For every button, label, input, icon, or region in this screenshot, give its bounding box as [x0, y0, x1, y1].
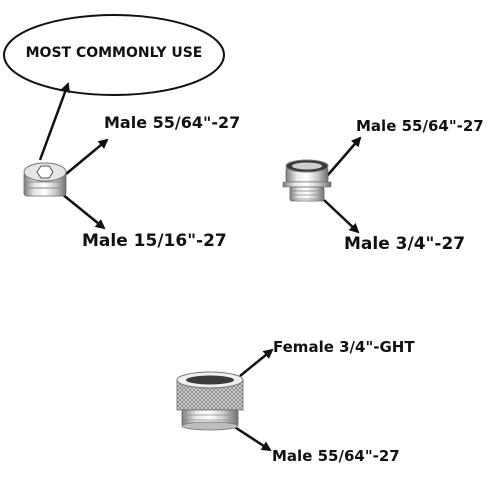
adapter-1-top-label: Male 55/64"-27 — [104, 113, 241, 132]
arrow-adapter3-top — [239, 348, 274, 377]
arrow-adapter1-bottom — [61, 193, 106, 230]
adapter-2-top-label: Male 55/64"-27 — [356, 117, 484, 135]
adapter-1-bottom-label: Male 15/16"-27 — [82, 231, 227, 251]
adapter-3-image — [176, 371, 244, 431]
arrow-adapter2-bottom — [323, 199, 360, 234]
arrow-to-callout — [38, 82, 70, 161]
adapter-2-image — [282, 159, 332, 202]
adapter-1-image — [23, 162, 67, 197]
callout-ellipse — [3, 14, 225, 96]
callout-label: MOST COMMONLY USE — [25, 45, 203, 61]
arrow-adapter3-bottom — [229, 422, 272, 452]
adapter-3-bottom-label: Male 55/64"-27 — [272, 447, 400, 465]
arrow-adapter2-top — [326, 136, 362, 177]
adapter-3-top-label: Female 3/4"-GHT — [273, 338, 415, 356]
adapter-2-bottom-label: Male 3/4"-27 — [344, 234, 466, 254]
arrow-adapter1-top — [65, 138, 109, 175]
